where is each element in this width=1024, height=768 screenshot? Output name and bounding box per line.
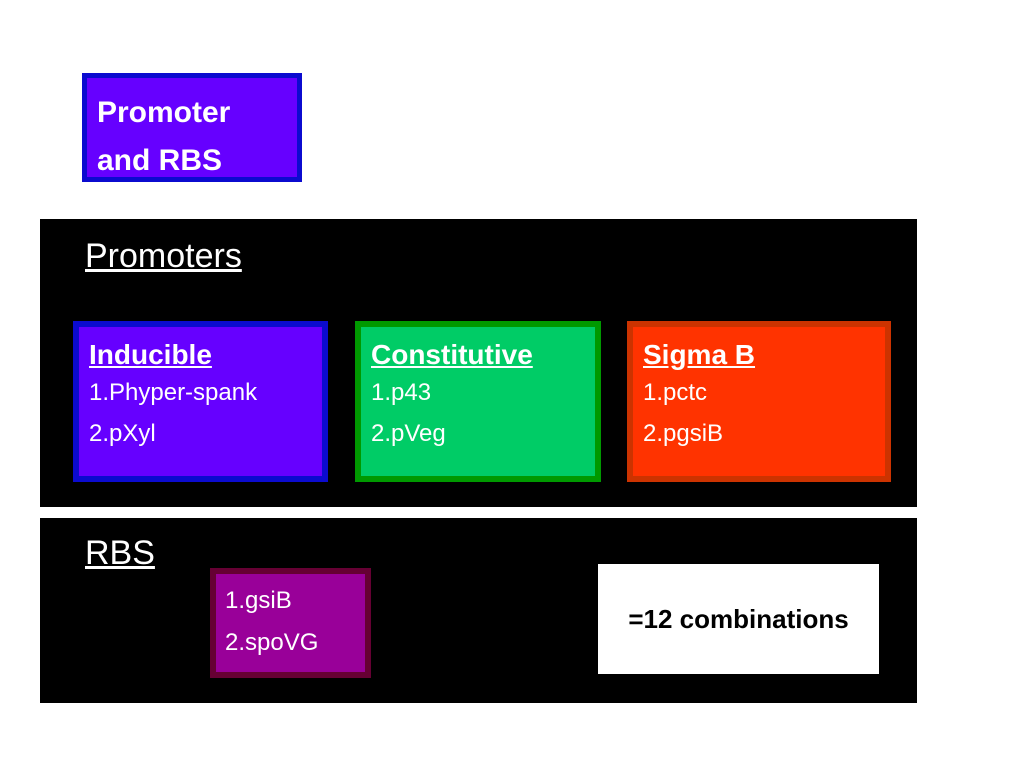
- inducible-item-2: 2.pXyl: [89, 420, 156, 447]
- constitutive-card: Constitutive 1.p43 2.pVeg: [355, 321, 601, 482]
- sigma-b-item-1: 1.pctc: [643, 379, 708, 406]
- constitutive-item-2: 2.pVeg: [371, 420, 446, 447]
- constitutive-title: Constitutive: [371, 339, 533, 370]
- sigma-b-title: Sigma B: [643, 339, 756, 370]
- promoter-and-rbs-title: Promoter and RBS: [82, 73, 302, 182]
- rbs-panel: RBS 1.gsiB 2.spoVG =12 combinations: [40, 518, 917, 703]
- sigma-b-item-2: 2.pgsiB: [643, 420, 724, 447]
- title-line-2: and RBS: [97, 144, 223, 177]
- rbs-item-2: 2.spoVG: [225, 629, 319, 656]
- rbs-list-box: 1.gsiB 2.spoVG: [210, 568, 371, 678]
- inducible-title: Inducible: [89, 339, 212, 370]
- promoters-panel: Promoters Inducible 1.Phyper-spank 2.pXy…: [40, 219, 917, 507]
- inducible-item-1: 1.Phyper-spank: [89, 379, 258, 406]
- constitutive-item-1: 1.p43: [371, 379, 432, 406]
- inducible-card: Inducible 1.Phyper-spank 2.pXyl: [73, 321, 328, 482]
- rbs-heading: RBS: [85, 534, 155, 572]
- combinations-label: =12 combinations: [628, 603, 849, 634]
- combinations-box: =12 combinations: [598, 564, 879, 674]
- title-line-1: Promoter: [97, 96, 231, 129]
- promoters-heading: Promoters: [85, 237, 242, 275]
- sigma-b-card: Sigma B 1.pctc 2.pgsiB: [627, 321, 891, 482]
- rbs-item-1: 1.gsiB: [225, 587, 292, 614]
